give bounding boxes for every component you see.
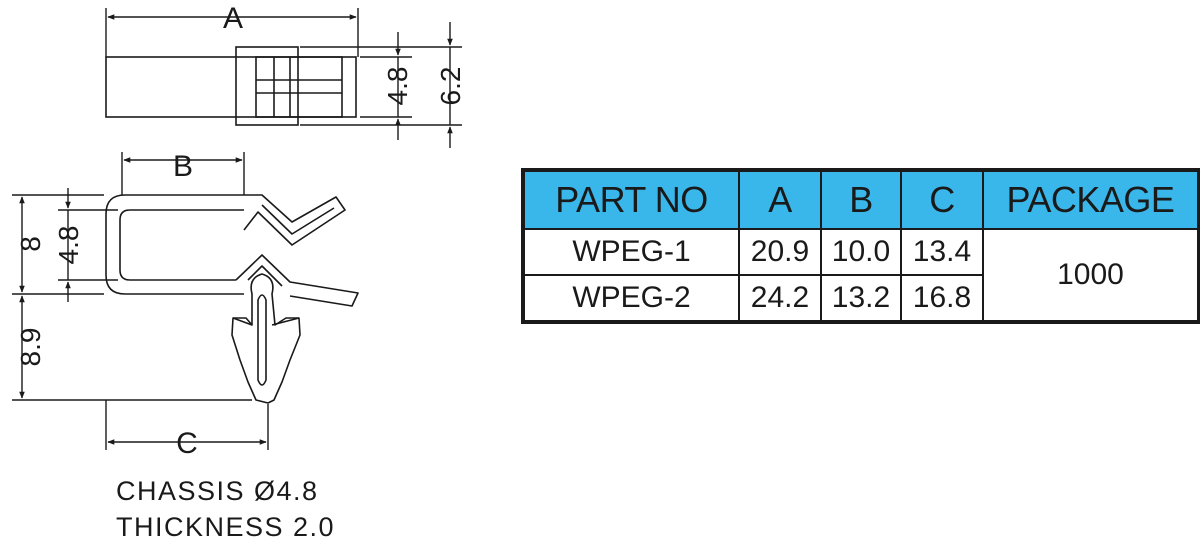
header-c: C bbox=[900, 169, 984, 230]
side-view bbox=[105, 194, 359, 404]
top-view-body bbox=[105, 56, 357, 118]
dimension-left-heights bbox=[12, 188, 252, 401]
header-b: B bbox=[820, 169, 902, 230]
dimension-a bbox=[105, 8, 359, 57]
dimension-left-lower-label: 8.9 bbox=[15, 328, 46, 367]
top-view-slot bbox=[255, 56, 343, 118]
cell-b: 13.2 bbox=[820, 273, 902, 324]
dimension-left-upper-label: 8 bbox=[15, 236, 46, 252]
cell-part-no: WPEG-2 bbox=[522, 273, 740, 324]
dimension-c bbox=[105, 400, 269, 450]
cell-a: 20.9 bbox=[738, 228, 822, 276]
top-view-tab bbox=[235, 46, 299, 126]
part-spec-table: PART NO A B C PACKAGE WPEG-1 20.9 10.0 1… bbox=[521, 168, 1200, 324]
cell-part-no: WPEG-1 bbox=[522, 228, 740, 276]
table-row: WPEG-2 24.2 13.2 16.8 bbox=[522, 273, 1199, 324]
dimension-top-heights bbox=[300, 22, 462, 148]
cell-package: 1000 bbox=[982, 228, 1200, 323]
side-view-lower-flap bbox=[235, 254, 359, 307]
dimension-a-label: A bbox=[223, 2, 243, 35]
cell-c: 16.8 bbox=[900, 273, 984, 324]
dimension-left-inner-label: 4.8 bbox=[53, 226, 84, 265]
cell-c: 13.4 bbox=[900, 228, 984, 276]
side-view-upper-latch bbox=[243, 194, 346, 246]
dimension-top-inner-label: 4.8 bbox=[382, 67, 413, 106]
thickness-note: THICKNESS 2.0 bbox=[116, 512, 336, 542]
dimension-b-label: B bbox=[173, 150, 193, 183]
header-package: PACKAGE bbox=[982, 169, 1200, 230]
chassis-note: CHASSIS Ø4.8 bbox=[116, 476, 319, 506]
cell-a: 24.2 bbox=[738, 273, 822, 324]
cell-b: 10.0 bbox=[820, 228, 902, 276]
top-view bbox=[105, 46, 357, 126]
dimension-top-outer-label: 6.2 bbox=[435, 67, 466, 106]
side-view-peg bbox=[231, 273, 301, 404]
dimension-b bbox=[121, 152, 245, 195]
dimension-c-label: C bbox=[176, 427, 198, 460]
table-header-row: PART NO A B C PACKAGE bbox=[522, 169, 1200, 230]
header-a: A bbox=[738, 169, 822, 230]
side-view-channel-inner bbox=[119, 209, 244, 281]
side-view-channel-outer bbox=[105, 194, 244, 295]
table-row: WPEG-1 20.9 10.0 13.4 1000 bbox=[522, 228, 1200, 323]
header-part-no: PART NO bbox=[522, 169, 740, 230]
